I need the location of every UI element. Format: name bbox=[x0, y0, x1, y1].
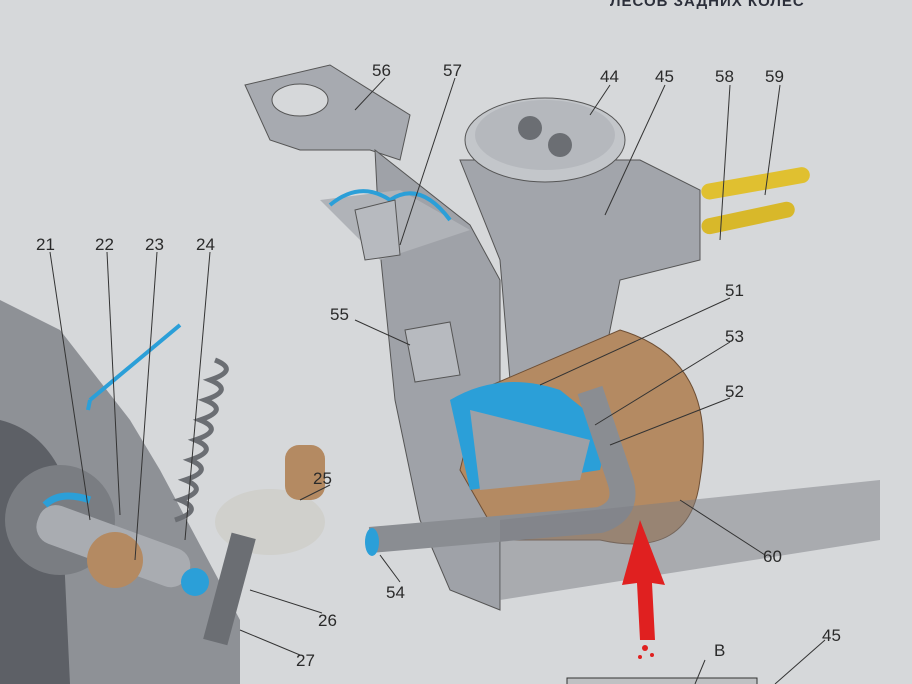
callout-59: 59 bbox=[765, 67, 784, 86]
callout-51: 51 bbox=[725, 281, 744, 300]
inset-label-v: В bbox=[714, 641, 725, 660]
callout-56: 56 bbox=[372, 61, 391, 80]
callout-23: 23 bbox=[145, 235, 164, 254]
mounting-bracket bbox=[244, 64, 501, 611]
lever-housing bbox=[365, 329, 880, 600]
callout-22: 22 bbox=[95, 235, 114, 254]
callout-55: 55 bbox=[330, 305, 349, 324]
callout-labels: 56 57 44 45 58 59 21 22 23 24 55 51 53 5… bbox=[36, 61, 841, 670]
callout-26: 26 bbox=[318, 611, 337, 630]
callout-45: 45 bbox=[655, 67, 674, 86]
regulator-valve-body bbox=[459, 97, 810, 381]
callout-53: 53 bbox=[725, 327, 744, 346]
callout-27: 27 bbox=[296, 651, 315, 670]
callout-24: 24 bbox=[196, 235, 215, 254]
callout-58: 58 bbox=[715, 67, 734, 86]
left-mechanism bbox=[0, 300, 325, 684]
callout-44: 44 bbox=[600, 67, 619, 86]
callout-52: 52 bbox=[725, 382, 744, 401]
leader-lines bbox=[49, 77, 826, 684]
inset-frame bbox=[566, 677, 758, 684]
callout-25: 25 bbox=[313, 469, 332, 488]
callout-54: 54 bbox=[386, 583, 405, 602]
spring bbox=[172, 357, 229, 523]
callout-21: 21 bbox=[36, 235, 55, 254]
callout-57: 57 bbox=[443, 61, 462, 80]
air-flow-arrow bbox=[622, 520, 665, 659]
page-header-text: ЛЕСОВ ЗАДНИХ КОЛЕС bbox=[610, 0, 805, 10]
callout-45-inset: 45 bbox=[822, 626, 841, 645]
callout-60: 60 bbox=[763, 547, 782, 566]
